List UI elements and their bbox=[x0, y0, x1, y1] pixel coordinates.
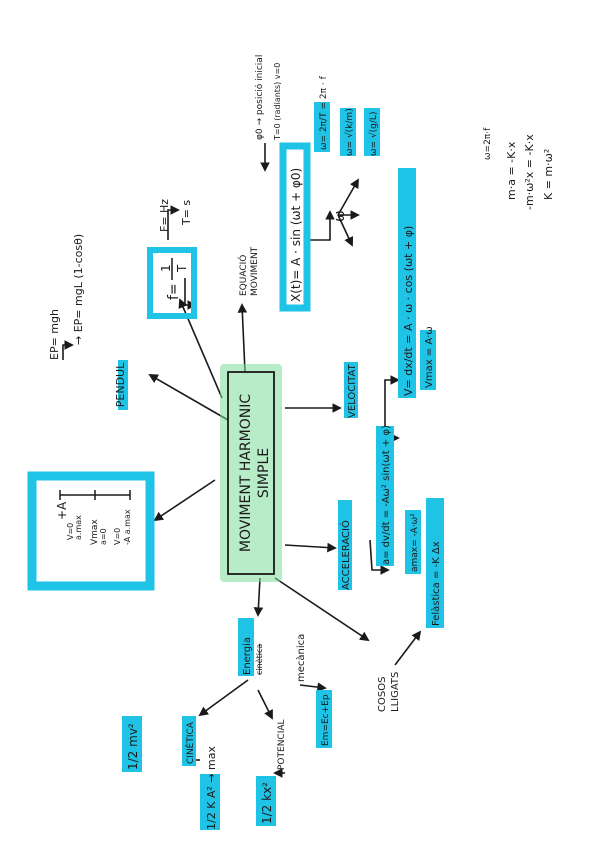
cossos-line2: LLIGATS bbox=[390, 672, 401, 712]
amax-highlight bbox=[405, 510, 421, 574]
central-topic: MOVIMENT HARMONIC SIMPLE bbox=[220, 364, 282, 582]
omega1-highlight bbox=[314, 102, 330, 152]
acceleracio-highlight bbox=[338, 500, 352, 590]
frequency-unit-f: F= Hz bbox=[158, 199, 171, 232]
felastica-highlight bbox=[426, 498, 444, 628]
side-note-4: K = m·ω² bbox=[542, 149, 555, 200]
acceleracio-amax: amax= -A·ω² bbox=[410, 513, 420, 572]
pendol-branch: PENDUL EP= mgh → EP= mgL (1-cosθ) bbox=[48, 234, 128, 410]
equation-label-1: EQUACIÓ bbox=[237, 255, 249, 296]
cossos-line1: COSOS bbox=[377, 677, 388, 712]
energia-em: Em=Ec+Ep bbox=[321, 694, 331, 746]
central-topic-highlight bbox=[220, 364, 282, 582]
velocitat-highlight bbox=[344, 362, 358, 418]
position-plus-a-velocity: V=0 bbox=[66, 523, 75, 540]
pendol-ep-angle: → EP= mgL (1-cosθ) bbox=[72, 234, 85, 345]
side-note-2: m·a = -K·x bbox=[505, 141, 518, 200]
equation-branch: EQUACIÓ MOVIMENT X(t)= A · sin (ωt + φ0)… bbox=[237, 55, 380, 312]
velocitat-vmax: Vmax = A·ω bbox=[424, 326, 435, 388]
potencial-formula-highlight bbox=[256, 776, 276, 826]
frequency-numerator: 1 bbox=[159, 264, 173, 272]
omega-pendulum: ω= √(g/L) bbox=[368, 112, 379, 156]
frequency-unit-t: T= s bbox=[180, 200, 193, 226]
acceleracio-formula: a= dv/dt = -Aω² sin(ωt + φ) bbox=[381, 425, 392, 565]
pendol-label: PENDUL bbox=[114, 362, 127, 407]
position-minus-a: -A a.max bbox=[123, 509, 132, 545]
energia-struck: cinètica bbox=[254, 644, 264, 675]
acceleracio-branch: ACCELERACIÓ a= dv/dt = -Aω² sin(ωt + φ) … bbox=[338, 425, 444, 628]
pendol-ep-height: EP= mgh bbox=[48, 309, 61, 360]
max-formula-highlight bbox=[200, 774, 220, 830]
velocitat-branch: VELOCITAT V= dx/dt = A · ω · cos (ωt + φ… bbox=[344, 168, 436, 418]
position-plus-a-accel: a.max bbox=[74, 515, 83, 540]
velocitat-formula-highlight bbox=[398, 168, 416, 398]
energia-potencial: POTENCIAL bbox=[277, 719, 287, 770]
frequency-formula-f: f= bbox=[166, 283, 182, 300]
position-middle: Vmax bbox=[90, 519, 100, 545]
velocitat-formula: V= dx/dt = A · ω · cos (ωt + φ) bbox=[402, 226, 415, 396]
side-note-1: ω=2π·f bbox=[483, 127, 493, 160]
central-topic-line1: MOVIMENT HARMONIC bbox=[238, 394, 254, 552]
energia-max-formula: 1/2 K A² → max bbox=[205, 745, 218, 830]
side-notes: ω=2π·f m·a = -K·x -m·ω²x = -K·x K = m·ω² bbox=[483, 127, 555, 210]
equation-omega: ω bbox=[332, 210, 348, 222]
equation-phase-note: T=0 (radiants) v=0 bbox=[273, 63, 282, 141]
equation-formula: X(t)= A · sin (ωt + φ0) bbox=[289, 168, 303, 302]
frequency-box bbox=[147, 247, 197, 319]
acceleracio-label: ACCELERACIÓ bbox=[339, 520, 352, 590]
energia-potencial-formula: 1/2 kx² bbox=[260, 782, 274, 824]
acceleracio-formula-highlight bbox=[376, 426, 394, 566]
energia-branch: Energia cinètica mecànica Em=Ec+Ep CINÈT… bbox=[122, 618, 332, 830]
position-middle-accel: a=0 bbox=[99, 528, 108, 545]
omega-spring: ω= √(k/m) bbox=[344, 108, 355, 156]
cossos-branch: COSOS LLIGATS bbox=[377, 672, 401, 712]
equation-phi-note: φ0 → posició inicial bbox=[254, 55, 265, 140]
equation-label-2: MOVIMENT bbox=[250, 246, 260, 296]
velocitat-label: VELOCITAT bbox=[347, 363, 358, 418]
central-topic-line2: SIMPLE bbox=[256, 448, 272, 498]
frequency-branch: f= 1 T F= Hz T= s bbox=[147, 199, 197, 319]
position-minus-a-velocity: V=0 bbox=[113, 528, 122, 545]
omega3-highlight bbox=[364, 108, 380, 156]
omega2-highlight bbox=[340, 108, 356, 156]
acceleracio-felastica: Felàstica = -K Δx bbox=[430, 541, 442, 626]
frequency-denominator: T bbox=[175, 264, 189, 273]
cinetica-highlight bbox=[182, 716, 196, 766]
positions-box-frame bbox=[27, 471, 155, 591]
vmax-highlight bbox=[420, 330, 436, 390]
energia-cinetica-formula: 1/2 mv² bbox=[126, 723, 140, 770]
central-topic-box bbox=[227, 371, 275, 575]
energia-mecanica: mecànica bbox=[295, 634, 307, 682]
side-note-3: -m·ω²x = -K·x bbox=[523, 134, 536, 210]
position-plus-a: +A bbox=[55, 501, 69, 520]
energia-label: Energia bbox=[242, 637, 253, 675]
em-highlight bbox=[316, 690, 332, 748]
energia-cinetica: CINÈTICA bbox=[184, 721, 196, 764]
omega-period: ω= 2π/T = 2π · f bbox=[319, 75, 329, 150]
pendol-highlight bbox=[118, 360, 128, 410]
positions-box: +A V=0 a.max Vmax a=0 V=0 -A a.max bbox=[27, 471, 155, 591]
equation-formula-box bbox=[279, 142, 311, 312]
energia-highlight bbox=[238, 618, 254, 676]
cinetica-formula-highlight bbox=[122, 716, 142, 772]
